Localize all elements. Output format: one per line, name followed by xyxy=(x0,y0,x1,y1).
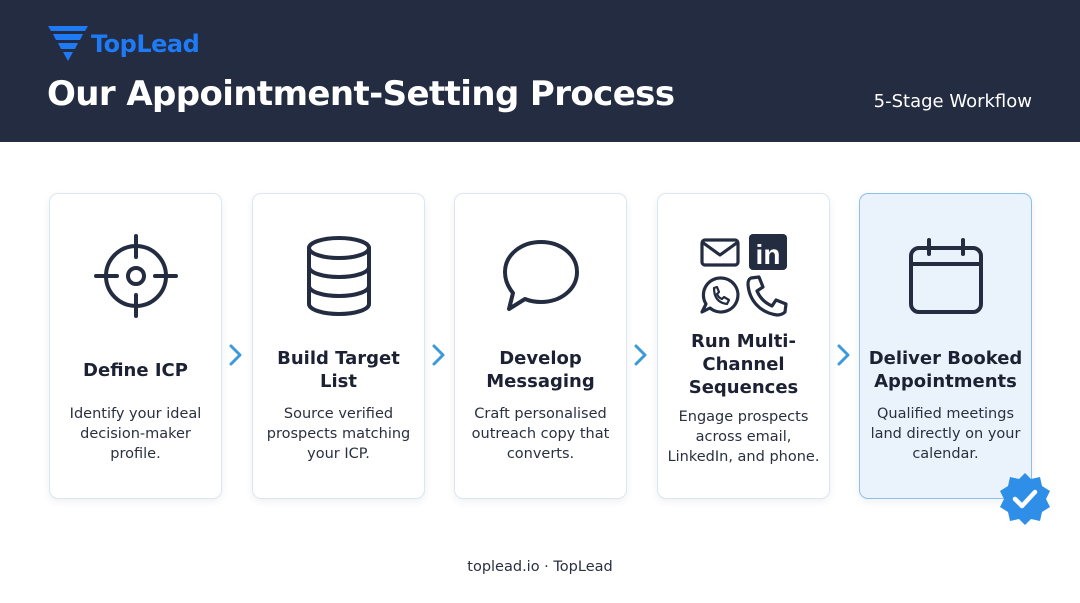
step-card-define-icp: Define ICP Identify your ideal decision-… xyxy=(49,193,222,499)
chevron-right-icon xyxy=(837,344,850,366)
email-icon xyxy=(699,238,740,267)
step-title: Run Multi-Channel Sequences xyxy=(688,330,799,398)
toplead-logo-icon xyxy=(48,26,88,61)
footer-text: toplead.io · TopLead xyxy=(467,559,613,575)
crosshair-icon xyxy=(93,234,178,318)
phone-icon xyxy=(745,275,788,317)
step-title: Define ICP xyxy=(83,359,188,381)
channel-icons-group: in xyxy=(699,234,788,317)
page-title: Our Appointment-Setting Process xyxy=(47,74,675,114)
step-card-develop-messaging: Develop Messaging Craft personalised out… xyxy=(454,193,627,499)
chat-bubble-icon xyxy=(502,240,579,311)
step-title: Develop Messaging xyxy=(486,348,595,392)
step-description: Identify your ideal decision-maker profi… xyxy=(69,406,202,462)
database-icon xyxy=(306,236,371,316)
step-description: Craft personalised outreach copy that co… xyxy=(471,406,610,462)
chevron-right-icon xyxy=(229,344,242,366)
calendar-icon xyxy=(908,238,983,314)
chevron-right-icon xyxy=(432,344,445,366)
step-card-deliver-booked-appointments: Deliver Booked Appointments Qualified me… xyxy=(859,193,1032,499)
step-title: Build Target List xyxy=(277,348,400,392)
linkedin-icon: in xyxy=(748,234,787,270)
step-description: Engage prospects across email, LinkedIn,… xyxy=(667,409,820,465)
svg-text:in: in xyxy=(755,239,780,270)
step-card-run-multi-channel-sequences: in Run Multi-Channel Sequences Engage pr… xyxy=(657,193,830,499)
header-bar: TopLead Our Appointment-Setting Process … xyxy=(0,0,1080,142)
workflow-subtitle: 5-Stage Workflow xyxy=(873,91,1032,112)
chevron-right-icon xyxy=(634,344,647,366)
step-description: Qualified meetings land directly on your… xyxy=(870,406,1021,462)
brand-logo: TopLead xyxy=(48,26,200,62)
step-card-build-target-list: Build Target List Source verified prospe… xyxy=(252,193,425,499)
whatsapp-icon xyxy=(699,276,739,314)
step-title: Deliver Booked Appointments xyxy=(868,348,1023,392)
verified-check-badge-icon xyxy=(1000,473,1050,525)
brand-name: TopLead xyxy=(91,30,200,58)
step-description: Source verified prospects matching your … xyxy=(266,406,411,462)
